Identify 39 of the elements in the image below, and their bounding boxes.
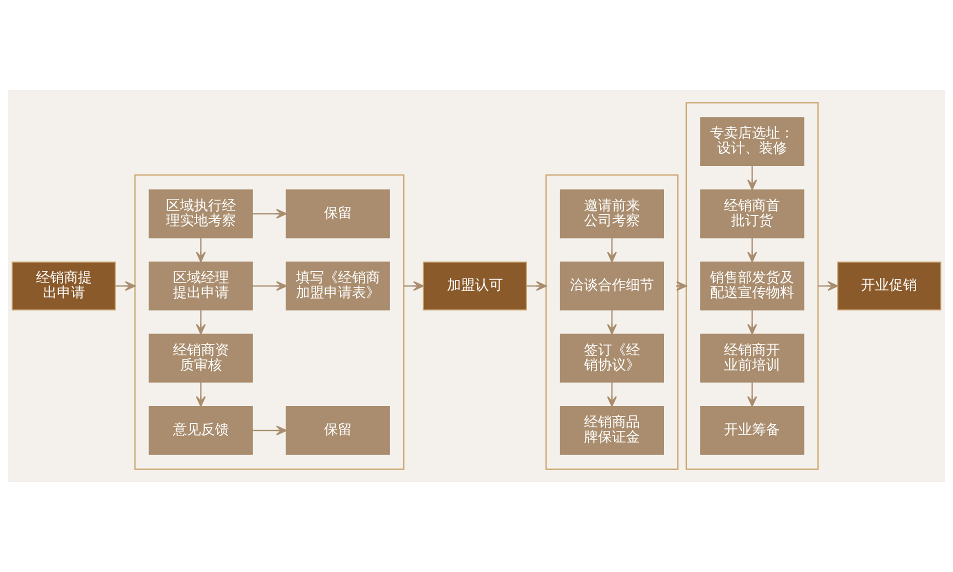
arrow xyxy=(607,238,617,262)
node-box: 经销商提出申请 xyxy=(12,262,116,310)
arrow xyxy=(607,310,617,335)
node-box: 区域执行经理实地考察 xyxy=(148,189,253,238)
cluster xyxy=(545,174,678,470)
arrow xyxy=(818,281,838,291)
arrow xyxy=(196,382,206,407)
arrow xyxy=(196,310,206,335)
node-box: 填写《经销商加盟申请表》 xyxy=(286,262,390,310)
arrow xyxy=(252,208,287,219)
arrow xyxy=(526,281,547,291)
node-box: 意见反馈 xyxy=(148,406,253,455)
node-box: 经销商品牌保证金 xyxy=(560,406,664,455)
arrow xyxy=(252,426,287,436)
cluster xyxy=(134,174,404,470)
node-box: 区域经理提出申请 xyxy=(148,262,253,310)
node-box: 邀请前来公司考察 xyxy=(560,189,664,238)
arrow xyxy=(747,238,758,262)
arrow xyxy=(747,166,758,190)
node-box: 加盟认可 xyxy=(422,262,527,310)
arrow xyxy=(747,382,758,407)
node-box: 签订《经销协议》 xyxy=(560,334,664,383)
arrow xyxy=(115,281,136,291)
node-box: 专卖店选址：设计、装修 xyxy=(700,117,804,166)
node-box: 经销商开业前培训 xyxy=(700,334,804,383)
arrow xyxy=(747,310,758,335)
node-box: 开业筹备 xyxy=(700,406,804,455)
node-box: 保留 xyxy=(286,189,390,238)
node-box: 经销商首批订货 xyxy=(700,189,804,238)
arrow xyxy=(196,238,206,262)
node-box: 保留 xyxy=(286,406,390,455)
arrow xyxy=(252,281,287,291)
cluster xyxy=(686,102,819,470)
node-box: 洽谈合作细节 xyxy=(560,262,664,310)
arrow xyxy=(404,281,424,291)
arrow xyxy=(607,382,617,407)
node-box: 经销商资质审核 xyxy=(148,334,253,383)
node-box: 销售部发货及配送宣传物料 xyxy=(700,262,804,310)
node-box: 开业促销 xyxy=(837,262,942,310)
